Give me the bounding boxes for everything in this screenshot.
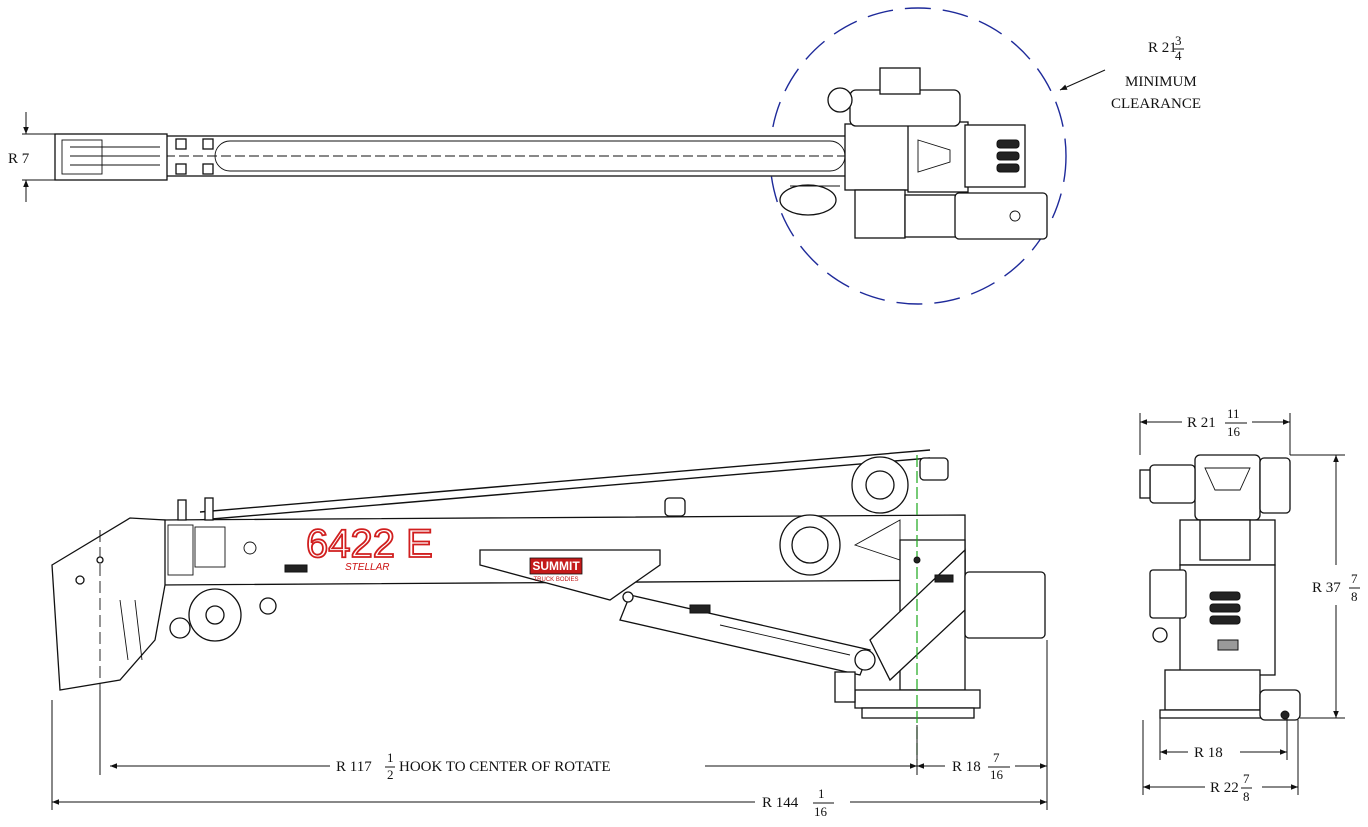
end-base-inner-dimension: R 18 <box>1194 745 1223 761</box>
end-top-width-whole: R 21 <box>1187 415 1216 431</box>
rear-offset-num: 7 <box>993 750 1000 765</box>
end-top-width-den: 16 <box>1227 424 1241 439</box>
brand-badge <box>529 557 583 575</box>
hook-to-center-num: 1 <box>387 750 394 765</box>
overall-length-den: 16 <box>814 804 828 819</box>
brand-label: SUMMIT <box>532 559 580 573</box>
clearance-radius-num: 3 <box>1175 33 1182 48</box>
overall-length-whole: R 144 <box>762 795 799 811</box>
top-view: R 7 R 21 3 4 MINIMUM CLEARANCE <box>8 7 1201 305</box>
model-label: 6422 E <box>306 522 433 566</box>
rear-offset-den: 16 <box>990 767 1004 782</box>
clearance-label-line2: CLEARANCE <box>1111 96 1201 112</box>
rear-offset-whole: R 18 <box>952 759 981 775</box>
brand-sub-label: TRUCK BODIES <box>533 577 578 583</box>
maker-label: STELLAR <box>345 562 389 573</box>
clearance-label-line1: MINIMUM <box>1125 74 1197 90</box>
end-top-width-num: 11 <box>1227 406 1240 421</box>
end-base-outer-num: 7 <box>1243 771 1250 786</box>
clearance-radius-den: 4 <box>1175 48 1182 63</box>
hook-to-center-den: 2 <box>387 767 394 782</box>
overall-length-num: 1 <box>818 786 825 801</box>
end-height-den: 8 <box>1351 589 1358 604</box>
clearance-radius-whole: R 21 <box>1148 40 1177 56</box>
hook-to-center-suffix: HOOK TO CENTER OF ROTATE <box>399 759 611 775</box>
end-base-outer-whole: R 22 <box>1210 780 1239 796</box>
hook-to-center-whole: R 117 <box>336 759 372 775</box>
end-base-outer-den: 8 <box>1243 789 1250 804</box>
side-view: 6422 E STELLAR SUMMIT TRUCK BODIES <box>51 449 1048 819</box>
end-view: R 21 11 16 R 37 7 8 R 18 R 22 7 8 <box>1139 406 1360 804</box>
top-width-dimension: R 7 <box>8 151 30 167</box>
end-height-whole: R 37 <box>1312 580 1341 596</box>
end-height-num: 7 <box>1351 571 1358 586</box>
